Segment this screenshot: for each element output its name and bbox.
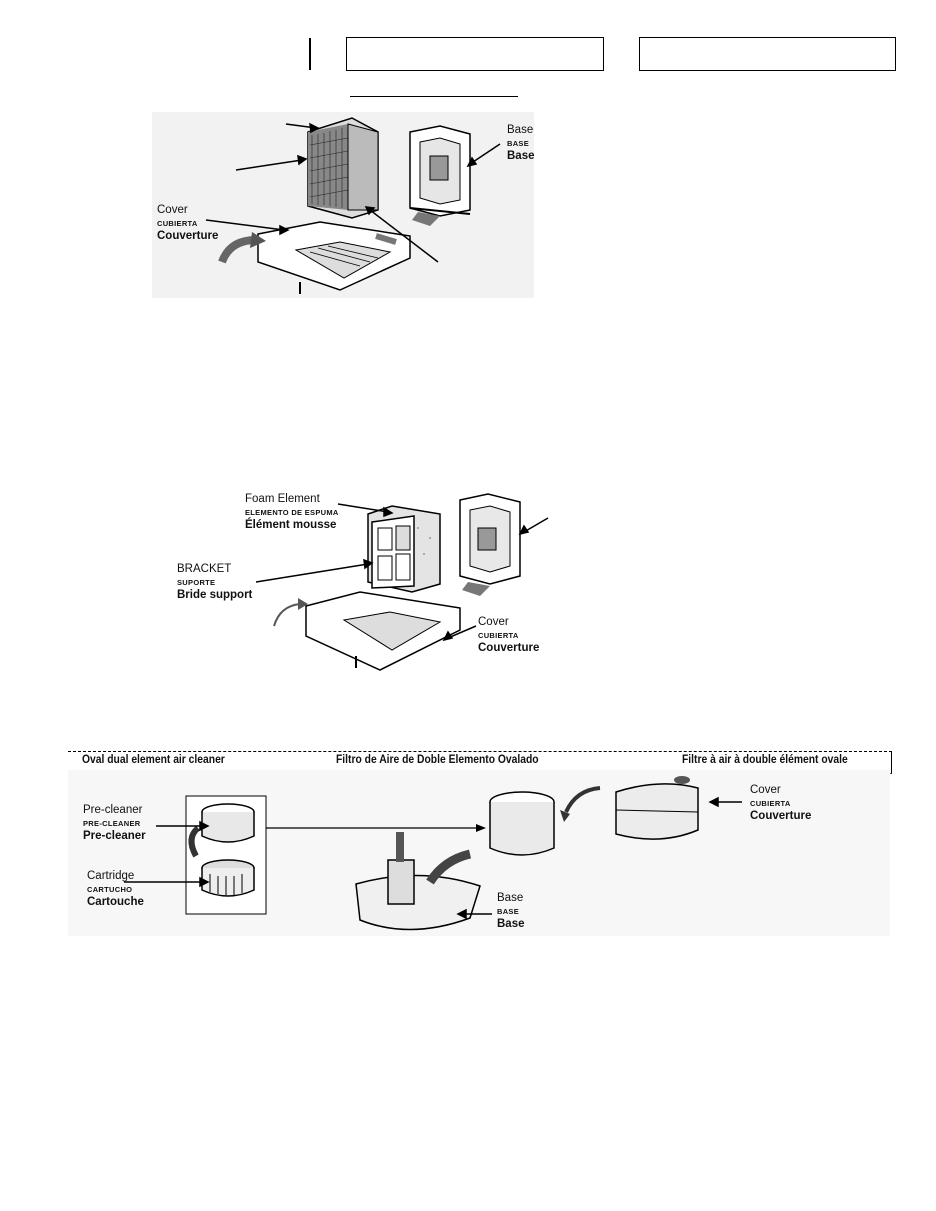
base-drawing-2 [459,493,521,596]
section-rule [350,96,518,97]
figure-3-illustration [68,770,890,936]
cover-drawing [257,221,411,294]
bracket-drawing [371,515,415,589]
fig2-cover-label: Cover CUBIERTA Couverture [478,616,540,654]
figure-2-illustration [255,493,549,671]
header-box-left [346,37,604,71]
header-box-right [639,37,896,71]
fig3-base-label: Base BASE Base [497,892,525,930]
fig3-title-fr: Filtre à air à double élément ovale [682,752,848,766]
small-cartridge-drawing [201,859,255,897]
precleaner-drawing [489,791,555,856]
cover-drawing-2 [305,591,461,671]
fig3-precleaner-label: Pre-cleaner PRE-CLEANER Pre-cleaner [83,804,146,842]
fig3-cartridge-label: Cartridge CARTUCHO Cartouche [87,870,144,908]
fig3-cover-label: Cover CUBIERTA Couverture [750,784,812,822]
header-divider [309,38,311,70]
small-precleaner-drawing [201,803,255,843]
fig2-foam-label: Foam Element ELEMENTO DE ESPUMA Élément … [245,493,339,531]
fig1-cover-label: Cover CUBIERTA Couverture [157,204,219,242]
base-drawing [409,125,471,226]
fig1-base-label: Base BASE Base [507,124,535,162]
base-drawing-3 [355,832,481,931]
fig3-title-es: Filtro de Aire de Doble Elemento Ovalado [336,752,539,766]
fig2-bracket-label: BRACKET SUPORTE Bride support [177,563,253,601]
figure-1-illustration [152,112,534,298]
cover-drawing-3 [615,776,699,840]
paper-filter-drawing [307,117,379,219]
fig3-title-en: Oval dual element air cleaner [82,752,225,766]
